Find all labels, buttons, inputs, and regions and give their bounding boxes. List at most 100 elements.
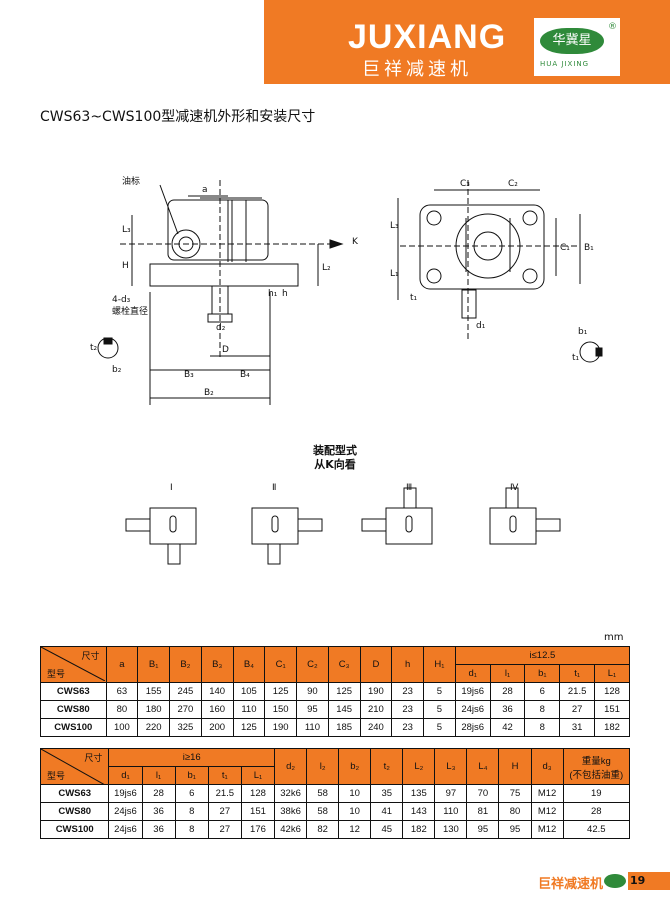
table2-subcol-header: l₁	[141, 766, 176, 785]
label-L3: L₃	[122, 225, 131, 235]
table1-col-header: B₁	[137, 646, 171, 683]
table-cell: 245	[169, 682, 202, 701]
assembly-type-3	[361, 487, 433, 545]
label-d2: d₂	[216, 323, 226, 333]
model-cell: CWS80	[39, 802, 110, 821]
assembly-type-4	[489, 487, 561, 545]
table-cell: 95	[466, 820, 500, 839]
table-cell: 36	[141, 802, 176, 821]
table-cell: 36	[489, 700, 526, 719]
table-cell: 182	[594, 718, 630, 737]
table-cell: 125	[232, 718, 266, 737]
label-B3: B₃	[184, 370, 194, 380]
footer-bar	[628, 872, 670, 890]
table-cell: 182	[402, 820, 436, 839]
weight-header-line2: (不包括油重)	[569, 769, 624, 781]
table-cell: 110	[434, 802, 468, 821]
label-L1: L₁	[390, 269, 399, 279]
table-cell: 100	[105, 718, 139, 737]
table-cell: 31	[559, 718, 596, 737]
table1-subcol-header: d₁	[454, 664, 491, 683]
registered-mark: ®	[608, 22, 617, 32]
label-C3: C₃	[460, 179, 470, 189]
table-row: CWS63 63 155 245 140 105 125 90 125 190 …	[40, 682, 630, 701]
table-cell: 176	[240, 820, 276, 839]
table-cell: 160	[200, 700, 234, 719]
table-cell: 36	[141, 820, 176, 839]
table-cell: 140	[200, 682, 234, 701]
table-cell: 5	[423, 700, 456, 719]
table2-col-header: H	[498, 748, 532, 785]
table-row: CWS80 80 180 270 160 110 150 95 145 210 …	[40, 700, 630, 719]
table-cell: 24js6	[108, 820, 143, 839]
table1-subcol-header: t₁	[559, 664, 596, 683]
label-oil-mark: 油标	[122, 175, 140, 187]
table-cell: 12	[338, 820, 372, 839]
table-cell: 97	[434, 784, 468, 803]
table-cell: 110	[232, 700, 266, 719]
label-b1: b₁	[578, 327, 588, 337]
assembly-label-2: Ⅱ	[272, 483, 276, 493]
table-cell: 21.5	[559, 682, 596, 701]
table-cell: 130	[434, 820, 468, 839]
table-cell: 105	[232, 682, 266, 701]
table-cell: 42	[489, 718, 526, 737]
table1-col-header: H₁	[423, 646, 456, 683]
label-B4: B₄	[240, 370, 250, 380]
table-cell: 80	[105, 700, 139, 719]
footer-brand: 巨祥减速机	[538, 877, 604, 892]
model-cell: CWS63	[39, 784, 110, 803]
table-cell: 110	[296, 718, 329, 737]
input-shaft-side	[461, 289, 477, 319]
table-cell: 95	[498, 820, 532, 839]
table-cell: 125	[327, 682, 361, 701]
table-cell: 145	[327, 700, 361, 719]
table-cell: 23	[391, 682, 425, 701]
table-cell: 128	[594, 682, 630, 701]
label-K: K	[352, 237, 359, 247]
table-cell: 28	[562, 802, 631, 821]
table-cell: 210	[359, 700, 393, 719]
table1-col-header: B₄	[232, 646, 266, 683]
assembly-type-1	[125, 507, 197, 565]
brand-name-cn: 巨祥减速机	[362, 59, 472, 80]
spec-table-2: 尺寸 型号 i≥16 d₂ l₂ b₂ t₂ L₂ L₃ L₄ H d₃ 重量k…	[39, 748, 631, 839]
label-B2: B₂	[204, 388, 214, 398]
table-cell: 42k6	[274, 820, 308, 839]
label-L3-side: L₃	[390, 221, 399, 231]
table-cell: 6	[174, 784, 209, 803]
table2-col-header: b₂	[338, 748, 372, 785]
table-cell: 75	[498, 784, 532, 803]
table2-col-header: d₃	[530, 748, 564, 785]
footer-logo-icon	[604, 874, 626, 888]
page-title: CWS63~CWS100型减速机外形和安装尺寸	[40, 109, 316, 125]
label-h1: h₁	[268, 289, 278, 299]
table-cell: 27	[207, 820, 242, 839]
table-cell: 32k6	[274, 784, 308, 803]
table-cell: 240	[359, 718, 393, 737]
label-D: D	[222, 345, 229, 355]
table-cell: 90	[296, 682, 329, 701]
model-cell: CWS100	[39, 820, 110, 839]
table-cell: 5	[423, 682, 456, 701]
model-cell: CWS63	[40, 682, 107, 701]
label-d1: d₁	[476, 321, 486, 331]
table-cell: 125	[264, 682, 298, 701]
table-cell: 23	[391, 700, 425, 719]
label-t1: t₁	[410, 293, 418, 303]
table2-subcol-header: b₁	[174, 766, 209, 785]
table2-col-header: L₂	[402, 748, 436, 785]
table-cell: 38k6	[274, 802, 308, 821]
table-cell: 58	[306, 784, 340, 803]
table-cell: 8	[524, 718, 561, 737]
table-cell: 27	[559, 700, 596, 719]
table2-group-header: i≥16	[108, 748, 276, 767]
table2-weight-header: 重量kg (不包括油重)	[562, 748, 631, 785]
table-row: CWS63 19js6 28 6 21.5 128 32k6 58 10 35 …	[39, 784, 631, 803]
label-t2: t₂	[90, 343, 98, 353]
model-cell: CWS100	[40, 718, 107, 737]
table-cell: 155	[137, 682, 171, 701]
table-cell: 150	[264, 700, 298, 719]
table-cell: 19js6	[454, 682, 491, 701]
table-cell: 81	[466, 802, 500, 821]
